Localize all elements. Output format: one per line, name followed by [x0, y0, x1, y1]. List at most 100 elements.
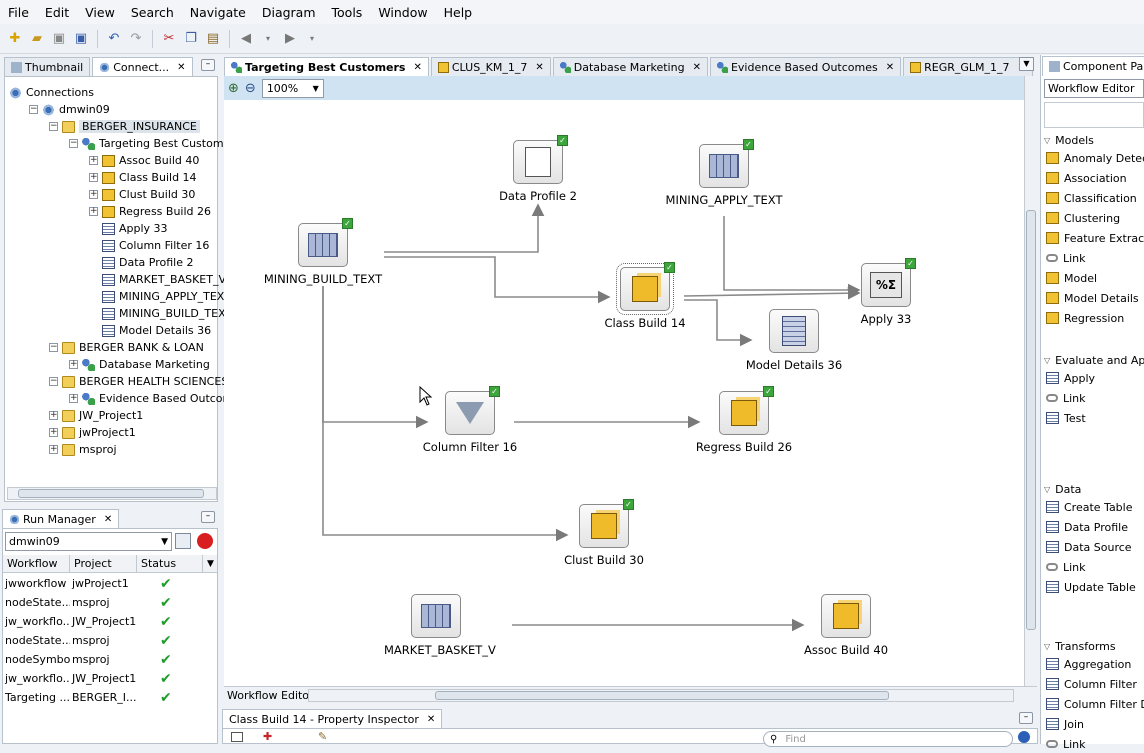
tab-workflow-editor[interactable]: Workflow Editor — [227, 689, 314, 702]
palette-item[interactable]: Create Table — [1046, 498, 1133, 516]
table-row[interactable]: nodeSymbolsmsproj✔ — [3, 650, 217, 669]
tree-item[interactable]: Apply 33 — [89, 220, 168, 237]
palette-item[interactable]: Update Table — [1046, 578, 1136, 596]
tree-item[interactable]: Column Filter 16 — [89, 237, 209, 254]
palette-item[interactable]: Model Details — [1046, 289, 1139, 307]
node-box[interactable]: ✓ — [719, 386, 774, 435]
close-icon[interactable]: ✕ — [885, 62, 895, 73]
scroll-thumb[interactable] — [1026, 210, 1036, 630]
edit-icon[interactable]: ✎ — [318, 730, 328, 743]
inspector-view-icon[interactable] — [231, 732, 243, 742]
palette-section-header[interactable]: ▽Data — [1044, 481, 1081, 497]
menu-search[interactable]: Search — [130, 4, 174, 20]
zoom-in-icon[interactable]: ⊕ — [228, 80, 239, 96]
table-row[interactable]: Targeting ...BERGER_I...✔ — [3, 688, 217, 707]
chevron-down-icon[interactable]: ▾ — [265, 34, 270, 43]
menu-file[interactable]: File — [8, 4, 29, 20]
connection-select[interactable]: dmwin09 ▼ — [5, 532, 172, 551]
close-icon[interactable]: ✕ — [692, 62, 701, 73]
chevron-down-icon[interactable]: ▼ — [207, 559, 214, 569]
expand-icon[interactable]: + — [49, 444, 58, 454]
minimize-button[interactable]: – — [201, 59, 215, 71]
node-box[interactable]: %Σ✓ — [861, 258, 916, 307]
palette-item[interactable]: Apply — [1046, 369, 1095, 387]
collapse-icon[interactable]: ▽ — [1044, 355, 1051, 365]
tree-item[interactable]: +Regress Build 26 — [89, 203, 211, 220]
tab-component-palette[interactable]: Component Palette — [1042, 56, 1144, 76]
node-box[interactable] — [411, 594, 461, 638]
back-icon[interactable]: ◀ — [241, 31, 251, 46]
collapse-icon[interactable]: − — [49, 121, 58, 131]
table-row[interactable]: jw_workflo...JW_Project1✔ — [3, 612, 217, 631]
collapse-icon[interactable]: − — [29, 104, 38, 114]
tree-item[interactable]: −dmwin09 — [29, 101, 110, 118]
table-row[interactable]: jw_workflo...JW_Project1✔ — [3, 669, 217, 688]
zoom-out-icon[interactable]: ⊖ — [244, 80, 256, 96]
list-view-icon[interactable] — [175, 533, 191, 549]
palette-item[interactable]: Classification — [1046, 189, 1137, 207]
link-classbuild-to-details[interactable] — [684, 299, 753, 347]
palette-item[interactable]: Aggregation — [1046, 655, 1131, 673]
palette-item[interactable]: Link — [1046, 558, 1086, 576]
palette-item[interactable]: Clustering — [1046, 209, 1120, 227]
cut-icon[interactable]: ✂ — [163, 31, 175, 46]
editor-tab[interactable]: CLUS_KM_1_7✕ — [430, 57, 551, 77]
tree-item[interactable]: −BERGER BANK & LOAN — [49, 339, 204, 356]
node-column-filter[interactable]: ✓ Column Filter 16 — [419, 386, 521, 454]
expand-icon[interactable]: + — [69, 359, 78, 369]
tree-item[interactable]: +jwProject1 — [49, 424, 136, 441]
node-clust-build[interactable]: ✓ Clust Build 30 — [554, 499, 654, 567]
tree-item[interactable]: +Class Build 14 — [89, 169, 197, 186]
zoom-select[interactable]: 100% ▼ — [261, 78, 324, 98]
menu-navigate[interactable]: Navigate — [189, 4, 246, 20]
link-apply-text-to-apply[interactable] — [723, 216, 861, 297]
expand-icon[interactable]: + — [89, 155, 98, 165]
node-model-details[interactable]: Model Details 36 — [739, 309, 849, 372]
undo-icon[interactable]: ↶ — [108, 31, 120, 46]
link-build-to-profile[interactable] — [384, 203, 545, 253]
link-build-to-columnfilter[interactable] — [322, 286, 429, 429]
link-build-to-clustbuild[interactable] — [322, 286, 569, 542]
open-folder-icon[interactable]: ▰ — [32, 31, 42, 46]
editor-tab[interactable]: REGR_GLM_1_7✕ — [903, 57, 1033, 77]
redo-icon[interactable]: ↷ — [130, 31, 142, 46]
menu-edit[interactable]: Edit — [44, 4, 70, 20]
tab-thumbnail[interactable]: Thumbnail — [4, 57, 91, 77]
pin-icon[interactable]: ✚ — [263, 730, 273, 743]
palette-item[interactable]: Association — [1046, 169, 1127, 187]
node-regress-build[interactable]: ✓ Regress Build 26 — [691, 386, 797, 454]
node-mining-build-text[interactable]: ✓ MINING_BUILD_TEXT — [254, 218, 392, 286]
link-build-to-classbuild[interactable] — [384, 256, 611, 304]
node-market-basket[interactable]: MARKET_BASKET_V — [384, 594, 496, 657]
palette-item[interactable]: Column Filter Details — [1046, 695, 1144, 713]
palette-section-header[interactable]: ▽Transforms — [1044, 638, 1116, 654]
node-box[interactable]: ✓ — [699, 139, 754, 188]
tree-item[interactable]: +Database Marketing — [69, 356, 210, 373]
palette-item[interactable]: Feature Extraction — [1046, 229, 1144, 247]
node-box[interactable]: ✓ — [513, 135, 568, 184]
expand-icon[interactable]: + — [49, 427, 58, 437]
tree-item[interactable]: −BERGER_INSURANCE — [49, 118, 200, 135]
tab-property-inspector[interactable]: Class Build 14 - Property Inspector✕ — [222, 709, 443, 729]
tab-connections[interactable]: Connect...✕ — [92, 57, 193, 77]
paste-icon[interactable]: ▤ — [206, 31, 220, 46]
minimize-button[interactable]: – — [1019, 712, 1033, 724]
minimize-button[interactable]: – — [201, 511, 215, 523]
chevron-down-icon[interactable]: ▾ — [309, 34, 314, 43]
node-mining-apply-text[interactable]: ✓ MINING_APPLY_TEXT — [654, 139, 794, 207]
scroll-thumb[interactable] — [435, 691, 889, 700]
editor-tab[interactable]: Targeting Best Customers✕ — [224, 57, 429, 77]
palette-section-header[interactable]: ▽Models — [1044, 132, 1094, 148]
menu-window[interactable]: Window — [378, 4, 428, 20]
node-data-profile[interactable]: ✓ Data Profile 2 — [474, 135, 602, 203]
menu-help[interactable]: Help — [443, 4, 473, 20]
tree-item[interactable]: +Assoc Build 40 — [89, 152, 199, 169]
menu-view[interactable]: View — [85, 4, 115, 20]
expand-icon[interactable]: + — [89, 206, 98, 216]
expand-icon[interactable]: + — [69, 393, 78, 403]
node-box[interactable]: ✓ — [445, 386, 500, 435]
node-box[interactable]: ✓ — [616, 262, 675, 315]
column-header-workflow[interactable]: Workflow — [3, 555, 70, 572]
editor-tab[interactable]: Database Marketing✕ — [552, 57, 708, 77]
